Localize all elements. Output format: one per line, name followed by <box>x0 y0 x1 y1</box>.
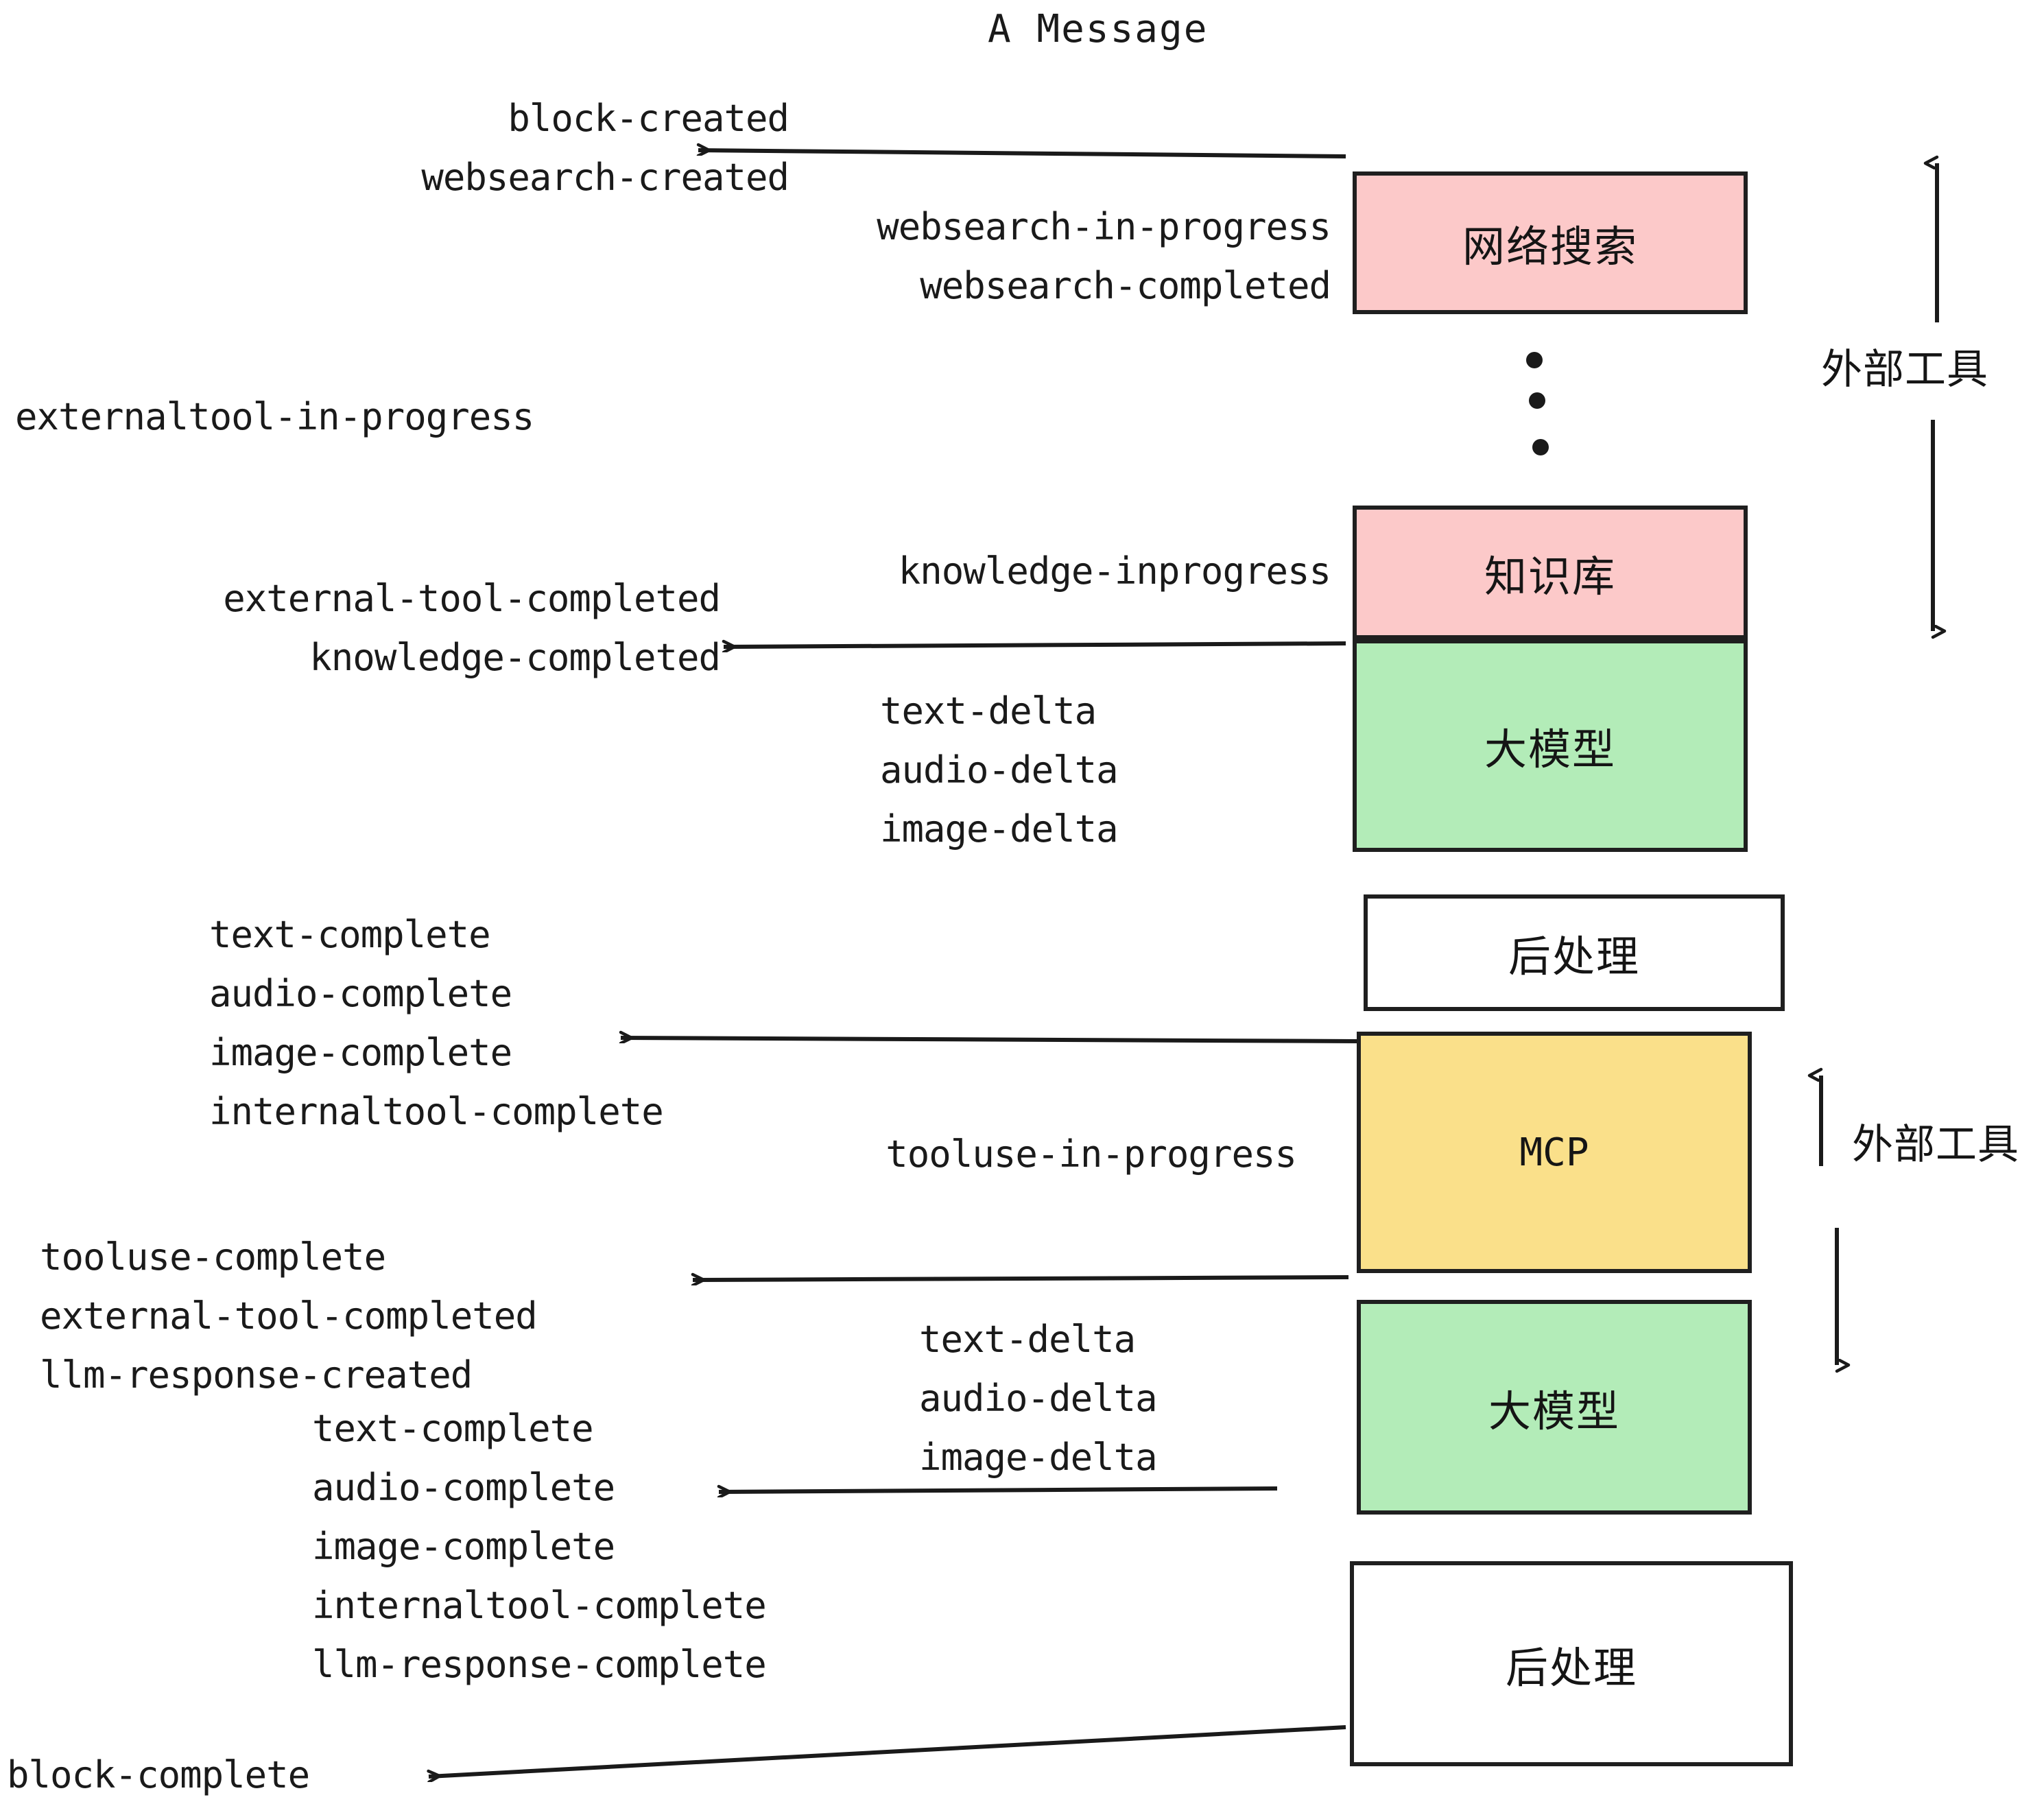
event-line: image-delta <box>880 807 1119 851</box>
event-line: external-tool-completed <box>223 577 721 620</box>
arrow-knowledge-completed <box>724 643 1346 647</box>
events-tooluse-in-progress: tooluse-in-progress <box>521 1125 1297 1184</box>
event-line: image-complete <box>312 1525 615 1568</box>
node-postprocess-2[interactable]: 后处理 <box>1350 1561 1793 1766</box>
node-label: 大模型 <box>1484 724 1616 774</box>
events-llm-deltas-1: text-delta audio-delta image-delta <box>880 682 1119 859</box>
group-label-external-tool-top: 外部工具 <box>1821 336 1988 396</box>
node-label: 网络搜索 <box>1462 222 1638 272</box>
arrow-image-complete-1 <box>621 1038 1357 1041</box>
events-block-and-websearch-created: block-created websearch-created <box>0 89 789 207</box>
event-line: text-complete <box>312 1407 594 1450</box>
node-mcp[interactable]: MCP <box>1357 1032 1752 1273</box>
event-line: websearch-completed <box>920 264 1331 307</box>
event-line: text-delta <box>919 1318 1136 1361</box>
page-title: A Message <box>988 7 1209 51</box>
event-line: externaltool-in-progress <box>15 395 534 438</box>
node-llm-2[interactable]: 大模型 <box>1357 1300 1752 1515</box>
event-line: image-complete <box>209 1031 512 1074</box>
event-line: llm-response-complete <box>312 1643 767 1686</box>
event-line: audio-complete <box>209 972 512 1015</box>
node-label: MCP <box>1519 1130 1589 1175</box>
events-knowledge-inprogress: knowledge-inprogress <box>521 542 1331 601</box>
event-line: text-delta <box>880 689 1097 733</box>
event-line: internaltool-complete <box>312 1584 767 1627</box>
event-line: llm-response-created <box>40 1353 473 1397</box>
group-label-external-tool-bottom: 外部工具 <box>1852 1111 2019 1171</box>
event-line: text-complete <box>209 913 491 956</box>
event-line: external-tool-completed <box>40 1294 538 1338</box>
events-websearch-progress: websearch-in-progress websearch-complete… <box>480 198 1331 316</box>
node-label: 大模型 <box>1488 1386 1620 1436</box>
node-label: 后处理 <box>1505 1642 1637 1693</box>
event-line: websearch-in-progress <box>877 205 1331 248</box>
event-line: audio-delta <box>880 748 1119 792</box>
group-label-text: 外部工具 <box>1821 346 1988 394</box>
events-external-tool-and-knowledge-completed: external-tool-completed knowledge-comple… <box>0 569 721 687</box>
events-externaltool-in-progress: externaltool-in-progress <box>15 388 534 447</box>
event-line: tooluse-complete <box>40 1235 386 1279</box>
event-line: audio-complete <box>312 1466 615 1509</box>
arrow-websearch-created <box>698 150 1346 158</box>
ellipsis-dot <box>1529 392 1545 409</box>
event-line: audio-delta <box>919 1377 1158 1420</box>
node-postprocess-1[interactable]: 后处理 <box>1364 894 1785 1011</box>
event-line: image-delta <box>919 1436 1158 1479</box>
node-label: 后处理 <box>1508 931 1640 982</box>
event-line: internaltool-complete <box>209 1090 664 1133</box>
events-llm-deltas-2: text-delta audio-delta image-delta <box>919 1310 1158 1487</box>
event-line: websearch-created <box>421 156 789 199</box>
node-llm-1[interactable]: 大模型 <box>1353 639 1748 852</box>
ellipsis-dot <box>1532 439 1549 455</box>
event-line: block-created <box>508 97 789 140</box>
arrow-block-complete <box>429 1725 1346 1777</box>
event-line: tooluse-in-progress <box>886 1132 1297 1176</box>
ellipsis-dot <box>1526 352 1543 368</box>
node-label: 知识库 <box>1484 551 1616 602</box>
arrow-tooluse-complete <box>693 1277 1349 1280</box>
events-block-complete: block-complete <box>7 1746 310 1804</box>
events-postprocess-completes-1: text-complete audio-complete image-compl… <box>209 905 664 1141</box>
node-websearch[interactable]: 网络搜索 <box>1353 171 1748 314</box>
events-tooluse-complete-group: tooluse-complete external-tool-completed… <box>40 1228 538 1405</box>
event-line: block-complete <box>7 1753 310 1796</box>
event-line: knowledge-completed <box>309 636 721 679</box>
group-label-text: 外部工具 <box>1852 1121 2019 1169</box>
arrow-audio-complete-2 <box>719 1488 1278 1492</box>
events-postprocess-completes-2: text-complete audio-complete image-compl… <box>312 1399 767 1694</box>
event-line: knowledge-inprogress <box>898 549 1331 593</box>
node-knowledge[interactable]: 知识库 <box>1353 506 1748 639</box>
